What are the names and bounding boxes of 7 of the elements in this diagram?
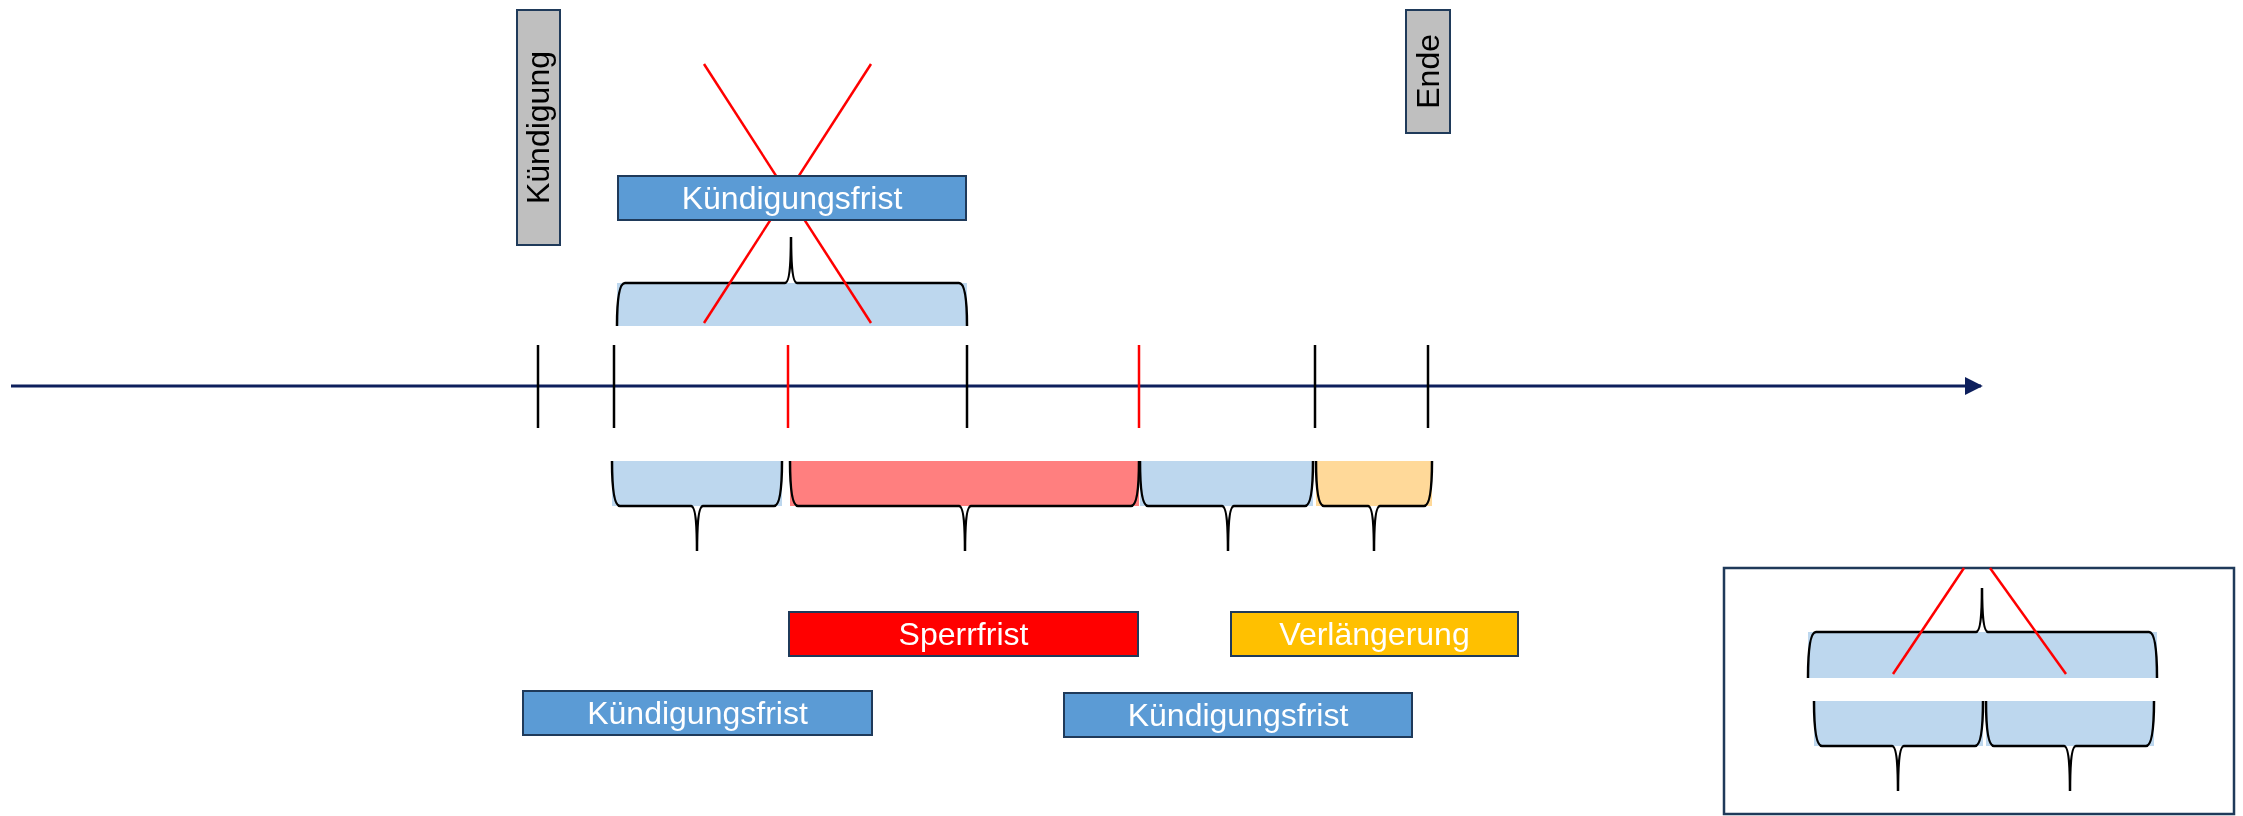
period-label: Kündigungsfrist xyxy=(522,690,873,736)
period-label: Sperrfrist xyxy=(788,611,1139,657)
event-label: Ende xyxy=(1405,9,1451,134)
event-label: Kündigung xyxy=(516,9,561,246)
period-label: Verlängerung xyxy=(1230,611,1519,657)
period-label: Kündigungsfrist xyxy=(617,175,967,221)
period-label: Kündigungsfrist xyxy=(1063,692,1413,738)
